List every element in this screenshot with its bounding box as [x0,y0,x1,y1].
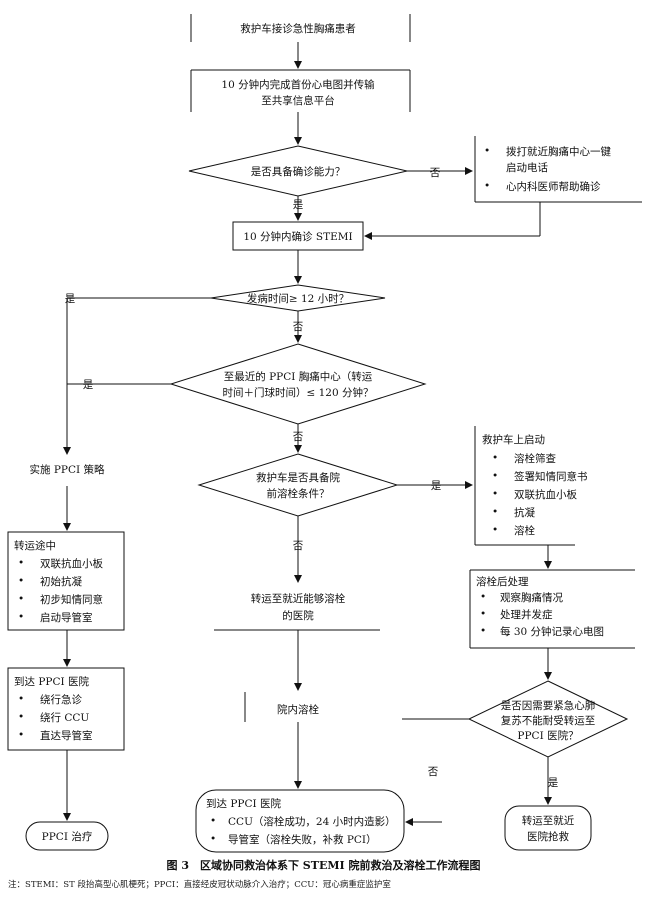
arrive-ppci-title: 到达 PPCI 医院 [14,675,89,688]
transfer-box [7,531,125,631]
bullet: • [484,145,490,157]
help-text-3: 心内科医师帮助确诊 [506,180,601,193]
bullet: • [492,452,498,464]
bullet: • [480,608,486,620]
thromb-diamond [197,453,399,517]
ecg-text-1: 10 分钟内完成首份心电图并传输 [221,78,375,91]
stemi-text: 10 分钟内确诊 STEMI [243,230,352,243]
transfer-item-2: 初始抗凝 [40,575,82,588]
ppci-center-question-text-2: 时间＋门球时间）≤ 120 分钟？ [222,386,373,399]
arrive-ppci2-item-2: 导管室（溶栓失败，补救 PCI） [228,833,377,846]
bullet: • [18,711,24,723]
inhospital-text: 院内溶栓 [277,703,319,716]
ambulance-item-5: 溶栓 [514,524,535,537]
arrive-ppci2-title: 到达 PPCI 医院 [206,797,281,810]
ambulance-item-1: 溶栓筛查 [514,452,556,465]
post-thromb-item-1: 观察胸痛情况 [500,591,563,604]
post-thromb-item-2: 处理并发症 [500,608,553,621]
ppci-strategy-text: 实施 PPCI 策略 [30,463,105,476]
label-yes-emergency: 是 [548,777,559,789]
label-yes-ppci-center: 是 [83,379,94,391]
ppci-treat-text: PPCI 治疗 [42,830,93,843]
label-no-emergency: 否 [428,766,439,778]
label-yes-diag: 是 [293,199,304,211]
bullet: • [480,591,486,603]
ecg-text-2: 至共享信息平台 [261,94,335,107]
arrive-ppci-item-2: 绕行 CCU [40,711,89,724]
ppci-treat-box [25,821,109,851]
transfer-item-1: 双联抗血小板 [40,557,103,570]
ambulance-item-4: 抗凝 [514,506,535,519]
label-no-diag: 否 [430,167,441,179]
emergency-question-text-2: 复苏不能耐受转运至 [501,714,596,727]
transfer-near-text-1: 转运至就近能够溶栓 [251,592,346,605]
ambulance-title: 救护车上启动 [482,433,545,446]
arrive-ppci2-box [195,789,405,853]
emergency-question-text-1: 是否因需要紧急心肺 [501,699,596,712]
ambulance-item-2: 签署知情同意书 [514,470,588,483]
transfer-item-3: 初步知情同意 [40,593,103,606]
transfer-near-text-2: 的医院 [282,609,314,622]
post-thromb-title: 溶栓后处理 [476,575,529,588]
transfer-item-4: 启动导管室 [40,611,93,624]
bullet: • [492,470,498,482]
bullet: • [210,833,216,845]
bullet: • [18,693,24,705]
bullet: • [18,729,24,741]
help-text-2: 启动电话 [506,161,548,174]
rescue-text-2: 医院抢救 [527,830,569,843]
label-yes-onset: 是 [65,293,76,305]
bullet: • [484,180,490,192]
onset-question-text: 发病时间≥ 12 小时？ [247,292,349,305]
post-thromb-item-3: 每 30 分钟记录心电图 [500,625,604,638]
start-text: 救护车接诊急性胸痛患者 [240,22,356,35]
ambulance-item-3: 双联抗血小板 [514,488,577,501]
figure-caption: 图 3 区域协同救治体系下 STEMI 院前救治及溶栓工作流程图 [166,859,481,872]
bullet: • [492,506,498,518]
figure-note: 注：STEMI：ST 段抬高型心肌梗死；PPCI：直接经皮冠状动脉介入治疗；CC… [8,880,391,890]
ppci-center-question-text-1: 至最近的 PPCI 胸痛中心（转运 [224,370,373,383]
bullet: • [492,524,498,536]
thromb-question-text-2: 前溶栓条件？ [267,487,330,500]
diag-question-text: 是否具备确诊能力？ [251,165,346,178]
ppci-center-diamond [169,343,427,425]
rescue-text-1: 转运至就近 [522,814,575,827]
label-no-thromb: 否 [293,540,304,552]
bullet: • [18,593,24,605]
arrive-ppci-item-1: 绕行急诊 [40,693,82,706]
bullet: • [210,815,216,827]
thromb-question-text-1: 救护车是否具备院 [256,471,340,484]
arrive-ppci-box [7,667,125,751]
label-no-onset: 否 [293,321,304,333]
transfer-title: 转运途中 [14,539,56,552]
bullet: • [492,488,498,500]
help-text-1: 拨打就近胸痛中心一键 [506,145,611,158]
arrive-ppci2-item-1: CCU（溶栓成功，24 小时内造影） [228,815,396,828]
bullet: • [18,557,24,569]
arrive-ppci-item-3: 直达导管室 [40,729,93,742]
label-yes-thromb: 是 [431,480,442,492]
bullet: • [18,611,24,623]
label-no-ppci-center: 否 [293,431,304,443]
bullet: • [480,625,486,637]
emergency-question-text-3: PPCI 医院？ [517,729,578,742]
bullet: • [18,575,24,587]
rescue-box [504,805,592,851]
